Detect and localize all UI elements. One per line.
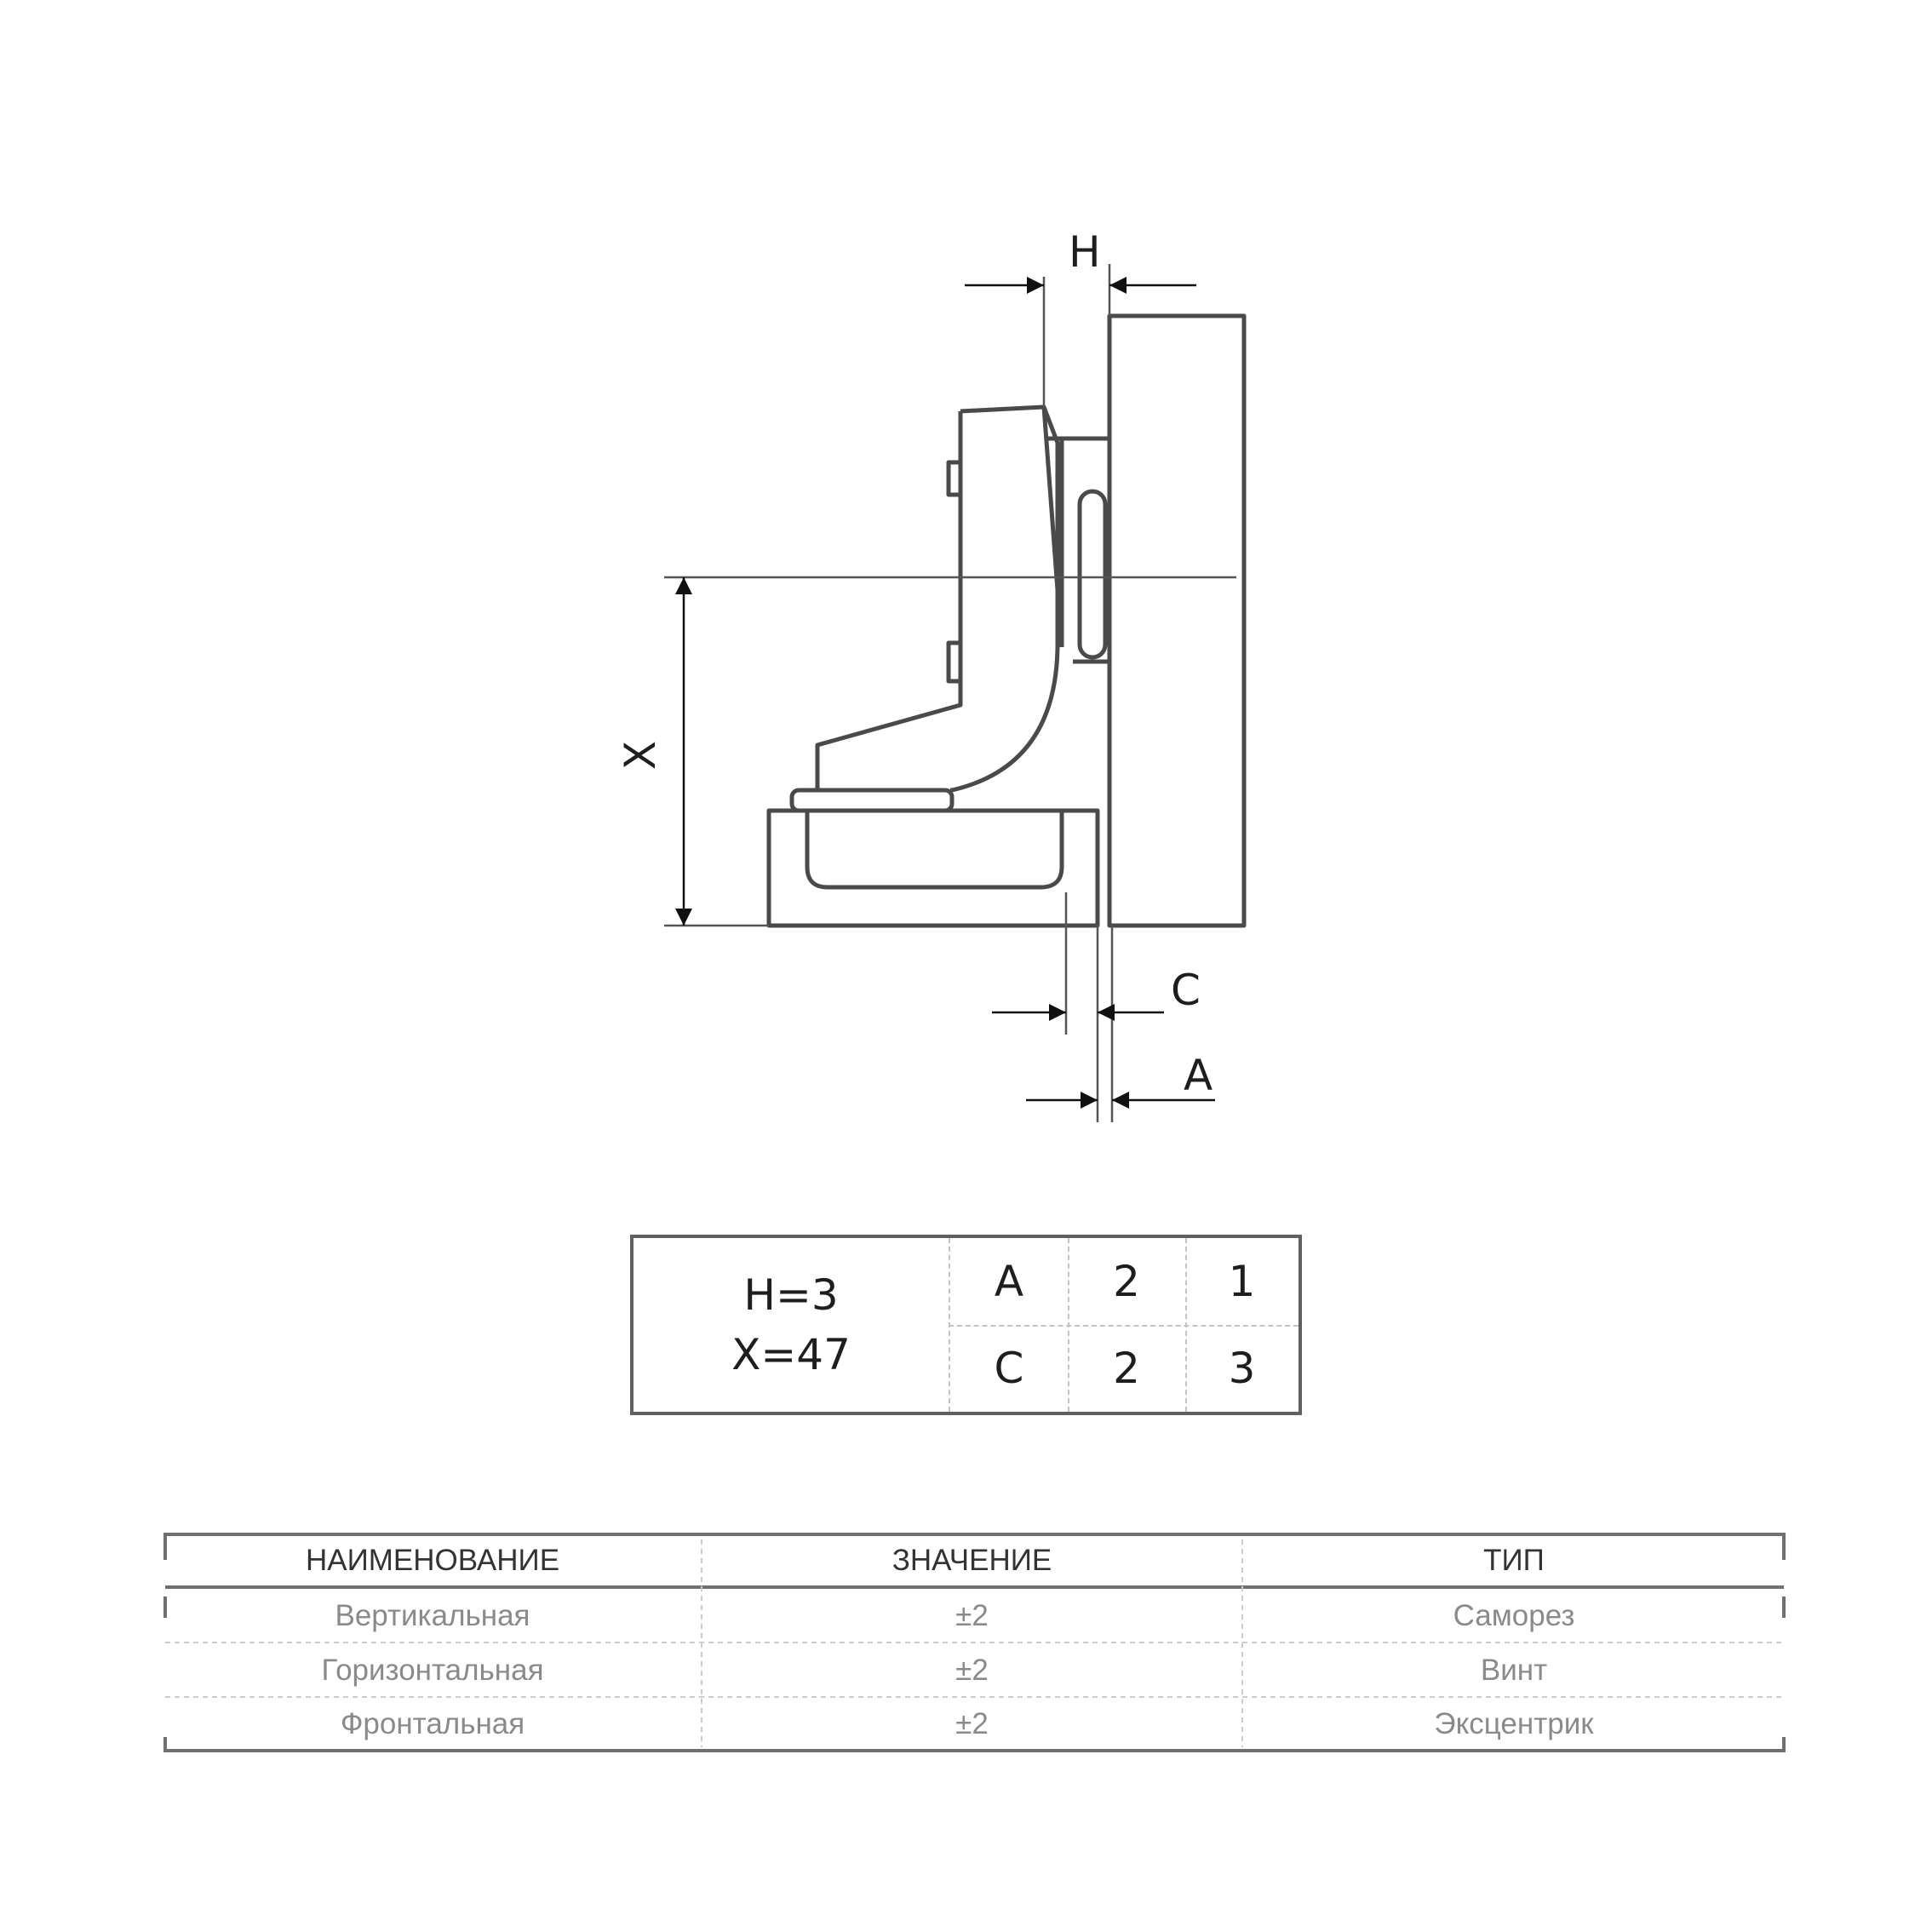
table-grid [163, 1533, 1786, 1752]
table-cell-type: Саморез [1453, 1598, 1575, 1632]
table-cell-name: Горизонтальная [321, 1653, 544, 1687]
screw-head-top [946, 460, 963, 497]
spec-cell: 3 [1228, 1344, 1256, 1393]
dim-label-a: A [1184, 1051, 1213, 1100]
spec-box: H=3 X=47 A 2 1 C 2 3 [630, 1235, 1302, 1415]
table-cell-name: Вертикальная [335, 1598, 530, 1632]
spec-row-label: C [994, 1344, 1024, 1393]
spec-cell: 2 [1113, 1257, 1140, 1306]
door-panel [1107, 313, 1247, 928]
screw-head-bottom [946, 640, 963, 684]
spec-cell: 2 [1113, 1344, 1140, 1393]
arm-inner-line [1041, 406, 1064, 648]
dim-label-c: C [1171, 966, 1201, 1015]
table-header-type: ТИП [1483, 1544, 1545, 1577]
table-header-name: НАИМЕНОВАНИЕ [305, 1544, 560, 1577]
adjustment-slot [1077, 489, 1108, 660]
table-cell-name: Фронтальная [340, 1707, 525, 1740]
table-cell-type: Эксцентрик [1434, 1707, 1594, 1740]
table-cell-value: ±2 [955, 1598, 989, 1632]
cabinet-side [766, 808, 1100, 928]
table-cell-value: ±2 [955, 1707, 989, 1740]
adjustment-table: НАИМЕНОВАНИЕ ЗНАЧЕНИЕ ТИП Вертикальная ±… [163, 1533, 1786, 1754]
dim-label-x: X [616, 740, 666, 771]
dim-label-h: H [1069, 227, 1101, 277]
spec-divider [949, 1325, 1299, 1327]
cup-flange [789, 788, 955, 813]
table-header-value: ЗНАЧЕНИЕ [891, 1544, 1052, 1577]
hinge-cup [805, 811, 1064, 890]
hinge-arm [815, 404, 1060, 793]
table-cell-value: ±2 [955, 1653, 989, 1687]
spec-cell: 1 [1228, 1257, 1256, 1306]
spec-h-value: H=3 [743, 1270, 839, 1320]
table-cell-type: Винт [1480, 1653, 1548, 1687]
spec-row-label: A [994, 1257, 1024, 1306]
spec-hx-values: H=3 X=47 [633, 1238, 949, 1412]
spec-x-value: X=47 [731, 1330, 851, 1379]
